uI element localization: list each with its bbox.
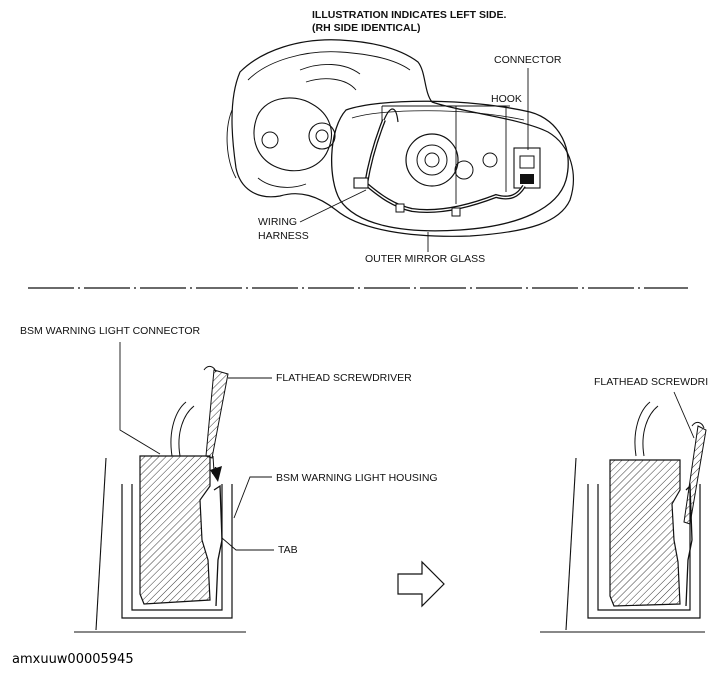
hook-leader-bracket	[381, 105, 510, 204]
bsm-connector-block	[513, 147, 541, 189]
label-outer-mirror-glass: OUTER MIRROR GLASS	[365, 253, 485, 265]
label-hook: HOOK	[491, 93, 522, 105]
glass-pivot	[405, 133, 498, 187]
label-wiring-line-2: HARNESS	[258, 230, 309, 242]
bsm-connector-hatched-right	[609, 459, 681, 607]
mirror-housing-outline	[231, 39, 574, 237]
label-connector: CONNECTOR	[494, 54, 562, 66]
label-flathead-screwdriver-right: FLATHEAD SCREWDRI	[594, 376, 708, 388]
mirror-illustration: ILLUSTRATION INDICATES LEFT SIDE. (RH SI…	[226, 9, 574, 265]
label-flathead-screwdriver: FLATHEAD SCREWDRIVER	[276, 372, 412, 384]
flathead-screwdriver-right	[683, 421, 707, 525]
step-arrow	[397, 560, 445, 608]
label-wiring-line-1: WIRING	[258, 216, 297, 228]
outer-housing-wall	[95, 457, 107, 631]
marker-a: A	[212, 465, 219, 477]
label-bsm-connector: BSM WARNING LIGHT CONNECTOR	[20, 325, 200, 337]
note-line-1: ILLUSTRATION INDICATES LEFT SIDE.	[312, 9, 507, 21]
label-tab: TAB	[278, 544, 298, 556]
note-line-2: (RH SIDE IDENTICAL)	[312, 22, 421, 34]
removal-step-right: FLATHEAD SCREWDRI	[540, 376, 708, 633]
housing-tab	[213, 484, 223, 607]
removal-step-left: BSM WARNING LIGHT CONNECTOR A FLATHEAD S…	[20, 325, 438, 633]
mirror-motor	[253, 63, 361, 188]
bsm-connector-hatched	[139, 455, 211, 605]
flathead-screwdriver	[203, 365, 229, 482]
label-bsm-housing: BSM WARNING LIGHT HOUSING	[276, 472, 438, 484]
outer-mirror-glass	[330, 100, 569, 232]
bsm-housing-inner	[121, 484, 233, 619]
figure-code: amxuuw00005945	[12, 652, 134, 667]
